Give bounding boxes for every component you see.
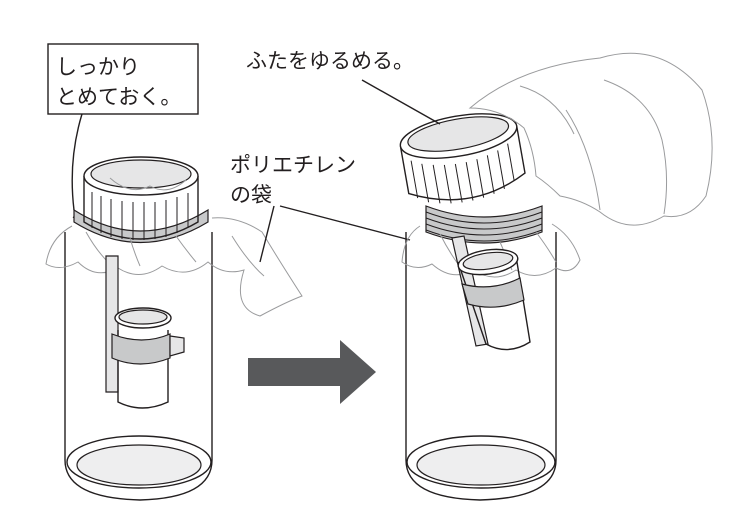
loosen-callout: ふたをゆるめる。 (246, 49, 441, 125)
right-jar (399, 52, 713, 501)
fasten-callout: しっかり とめておく。 (47, 43, 199, 211)
fasten-label-line2: とめておく。 (56, 85, 181, 109)
loosen-label: ふたをゆるめる。 (246, 49, 414, 73)
bag-label-line1: ポリエチレン (230, 153, 356, 177)
bag-callout: ポリエチレン の袋 (230, 153, 411, 263)
right-arrow-icon (248, 340, 376, 404)
fasten-label-line1: しっかり (56, 55, 140, 79)
bag-label-line2: の袋 (230, 183, 272, 207)
left-jar (45, 156, 303, 501)
